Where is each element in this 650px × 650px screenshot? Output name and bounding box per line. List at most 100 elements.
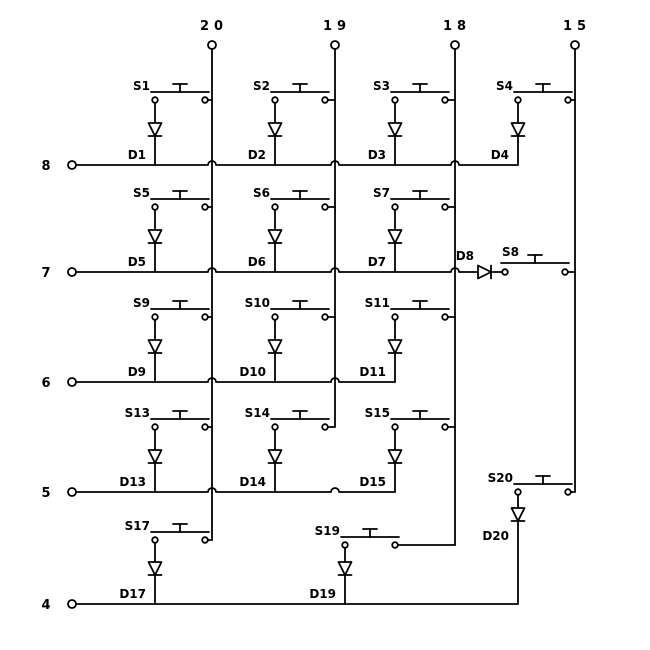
label-d9: D9: [128, 365, 146, 379]
label-d15: D15: [359, 475, 386, 489]
label-s10: S10: [245, 296, 270, 310]
wire-hop: [330, 267, 340, 273]
label-s19: S19: [315, 524, 340, 538]
pushbutton-s13: [150, 410, 213, 431]
label-d19: D19: [309, 587, 336, 601]
label-s2: S2: [253, 79, 270, 93]
contact-dot: [561, 268, 569, 276]
pushbutton-s7: [390, 190, 456, 211]
label-d3: D3: [368, 148, 386, 162]
pushbutton-s5: [150, 190, 213, 211]
label-s3: S3: [373, 79, 390, 93]
terminal-8: [67, 160, 77, 170]
terminal-7: [67, 267, 77, 277]
terminal-15: [570, 40, 580, 50]
diode-d13: [147, 449, 163, 464]
pushbutton-s15: [390, 410, 456, 431]
pushbutton-s8: [500, 254, 570, 276]
label-d5: D5: [128, 255, 146, 269]
diode-d10: [267, 339, 283, 354]
pushbutton-s4: [513, 83, 576, 104]
pushbutton-s17: [150, 523, 213, 544]
pin-label-6: 6: [41, 376, 50, 391]
pushbutton-s19: [340, 528, 456, 549]
diode-d17: [147, 561, 163, 576]
pushbutton-s6: [270, 190, 336, 211]
row-pin-6: 6: [41, 376, 396, 391]
wire-hop: [207, 377, 217, 383]
diode-d2: [267, 122, 283, 137]
column-pin-15: 15: [563, 19, 586, 493]
label-s17: S17: [125, 519, 150, 533]
label-d20: D20: [482, 529, 509, 543]
label-d6: D6: [248, 255, 266, 269]
wire-hop: [207, 267, 217, 273]
label-s15: S15: [365, 406, 390, 420]
diode-d15: [387, 449, 403, 464]
wire-hop: [207, 160, 217, 166]
row-pin-8: 8: [41, 159, 519, 174]
pushbutton-s2: [270, 83, 336, 104]
label-s4: S4: [496, 79, 513, 93]
pushbutton-s20: [513, 475, 576, 496]
diode-d9: [147, 339, 163, 354]
pushbutton-s10: [270, 300, 336, 321]
terminal-20: [207, 40, 217, 50]
terminal-6: [67, 377, 77, 387]
label-s20: S20: [488, 471, 513, 485]
terminal-4: [67, 599, 77, 609]
diode-d6: [267, 229, 283, 244]
pushbutton-s1: [150, 83, 213, 104]
label-d4: D4: [491, 148, 509, 162]
wire-hop: [450, 160, 460, 166]
pushbutton-s14: [270, 410, 336, 431]
pin-label-5: 5: [41, 486, 50, 501]
row-pin-7: 7: [41, 266, 576, 281]
column-pin-19: 19: [323, 19, 351, 428]
diode-d1: [147, 122, 163, 137]
terminal-5: [67, 487, 77, 497]
pushbutton-s3: [390, 83, 456, 104]
pushbutton-s9: [150, 300, 213, 321]
label-d1: D1: [128, 148, 146, 162]
label-d10: D10: [239, 365, 266, 379]
label-d17: D17: [119, 587, 146, 601]
row-pin-4: 4: [41, 598, 519, 613]
pushbutton-s11: [390, 300, 456, 321]
pin-label-8: 8: [41, 159, 50, 174]
wire-hop: [207, 487, 217, 493]
label-s13: S13: [125, 406, 150, 420]
pin-label-4: 4: [41, 598, 50, 613]
label-s11: S11: [365, 296, 390, 310]
pin-label-7: 7: [41, 266, 50, 281]
label-d7: D7: [368, 255, 386, 269]
diode-d7: [387, 229, 403, 244]
column-pin-18: 18: [443, 19, 466, 546]
label-s14: S14: [245, 406, 270, 420]
pin-label-19: 19: [323, 19, 351, 34]
label-d8: D8: [456, 249, 474, 263]
label-s9: S9: [133, 296, 150, 310]
diode-d3: [387, 122, 403, 137]
wire-hop: [330, 377, 340, 383]
wire-hop: [450, 267, 460, 273]
row-pin-5: 5: [41, 486, 396, 501]
label-s1: S1: [133, 79, 150, 93]
